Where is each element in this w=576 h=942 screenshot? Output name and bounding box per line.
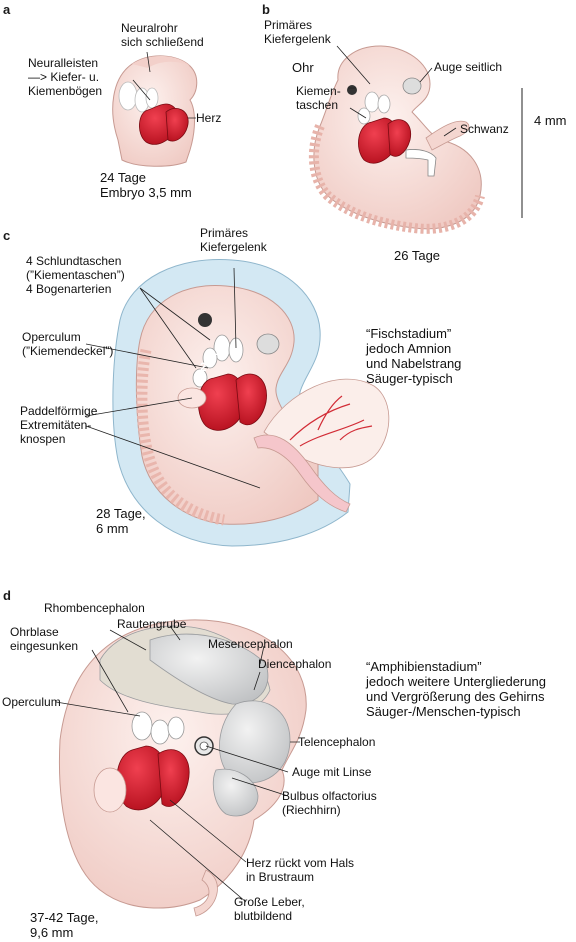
- label-operculum-c: Operculum (”Kiemendeckel”): [22, 330, 114, 358]
- panel-letter-b: b: [262, 2, 270, 17]
- label-operculum-d: Operculum: [2, 695, 61, 709]
- heart-d: [116, 745, 190, 811]
- label-rautengrube: Rautengrube: [117, 617, 187, 631]
- label-amphibienstadium: “Amphibienstadium” jedoch weitere Unterg…: [366, 659, 546, 719]
- label-herz-a: Herz: [196, 111, 222, 125]
- panel-d-embryo: [55, 619, 307, 917]
- label-herz-rueckt: Herz rückt vom Hals in Brustraum: [246, 856, 355, 884]
- label-paddelfoermige: Paddelförmige Extremitäten- knospen: [20, 404, 98, 446]
- arches-c: [192, 334, 244, 388]
- label-kiefergelenk-c: Primäres Kiefergelenk: [200, 226, 267, 254]
- label-schlundtaschen: 4 Schlundtaschen (”Kiementaschen”) 4 Bog…: [26, 254, 125, 296]
- label-auge-seitlich: Auge seitlich: [434, 60, 503, 74]
- umbilical-c: [253, 378, 390, 513]
- label-num2: 2: [200, 362, 207, 374]
- label-scale-4mm: 4 mm: [534, 113, 567, 128]
- label-kiefergelenk-b: Primäres Kiefergelenk: [264, 18, 331, 46]
- label-schwanz: Schwanz: [460, 122, 509, 136]
- heart-a: [139, 103, 189, 145]
- label-age-d: 37-42 Tage, 9,6 mm: [30, 910, 99, 940]
- label-ohr: Ohr: [292, 60, 314, 75]
- panel-letter-a: a: [3, 2, 11, 17]
- panel-letter-c: c: [3, 228, 11, 243]
- arches-d: [131, 711, 185, 745]
- label-ohrblase: Ohrblase eingesunken: [10, 625, 79, 653]
- label-rhombencephalon: Rhombencephalon: [44, 601, 145, 615]
- label-kiementaschen: Kiemen- taschen: [296, 84, 341, 112]
- panel-a-embryo: [112, 51, 198, 167]
- heart-b: [358, 117, 412, 164]
- panel-b-embryo: [308, 45, 523, 234]
- label-age-a: 24 Tage Embryo 3,5 mm: [100, 170, 192, 200]
- label-grosse-leber: Große Leber, blutbildend: [234, 895, 305, 923]
- label-age-c: 28 Tage, 6 mm: [96, 506, 146, 536]
- neural-crest-arches: [118, 81, 159, 113]
- heart-c: [198, 373, 267, 431]
- label-num1: 1: [215, 346, 222, 358]
- panel-letter-d: d: [3, 588, 11, 603]
- panel-c-embryo: [85, 259, 390, 547]
- label-bulbus-olfactorius: Bulbus olfactorius (Riechhirn): [282, 789, 377, 817]
- label-telencephalon: Telencephalon: [298, 735, 376, 749]
- label-diencephalon: Diencephalon: [258, 657, 332, 671]
- label-mesencephalon: Mesencephalon: [208, 637, 293, 651]
- label-fischstadium: “Fischstadium” jedoch Amnion und Nabelst…: [366, 326, 462, 386]
- arches-b: [357, 91, 391, 125]
- label-neuralrohr: Neuralrohr sich schließend: [121, 21, 204, 49]
- label-neuralleisten: Neuralleisten —> Kiefer- u. Kiemenbögen: [28, 56, 103, 98]
- label-auge-mit-linse: Auge mit Linse: [292, 765, 372, 779]
- label-age-b: 26 Tage: [394, 248, 441, 263]
